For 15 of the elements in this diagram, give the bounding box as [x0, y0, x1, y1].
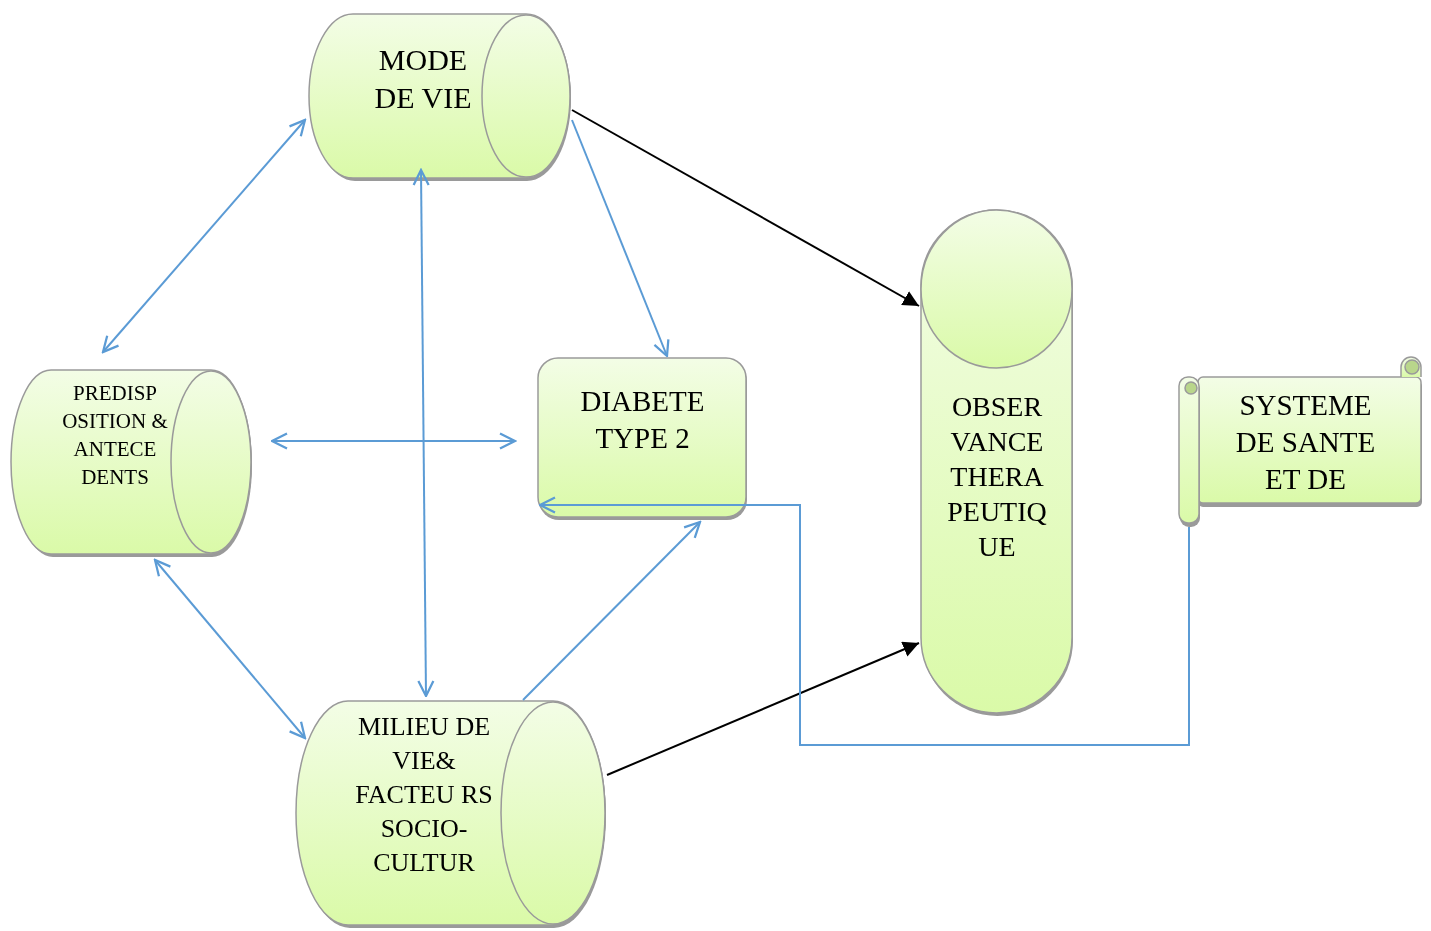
arrow: [606, 641, 920, 776]
node-label: OBSER VANCE THERA PEUTIQ UE: [946, 390, 1048, 564]
node-label: MILIEU DE VIE& FACTEU RS SOCIO- CULTUR: [355, 711, 493, 879]
arrow: [270, 432, 517, 450]
arrow: [522, 520, 702, 701]
node-label: MODE DE VIE: [373, 42, 473, 116]
arrow: [101, 118, 307, 354]
arrow: [153, 558, 307, 740]
arrow: [571, 119, 670, 358]
arrow: [412, 168, 435, 698]
node-label: SYSTEME DE SANTE ET DE: [1234, 388, 1377, 497]
arrow: [538, 496, 1190, 746]
arrow: [571, 109, 920, 307]
node-label: PREDISP OSITION & ANTECE DENTS: [62, 380, 168, 491]
node-label: DIABETE TYPE 2: [579, 384, 706, 456]
